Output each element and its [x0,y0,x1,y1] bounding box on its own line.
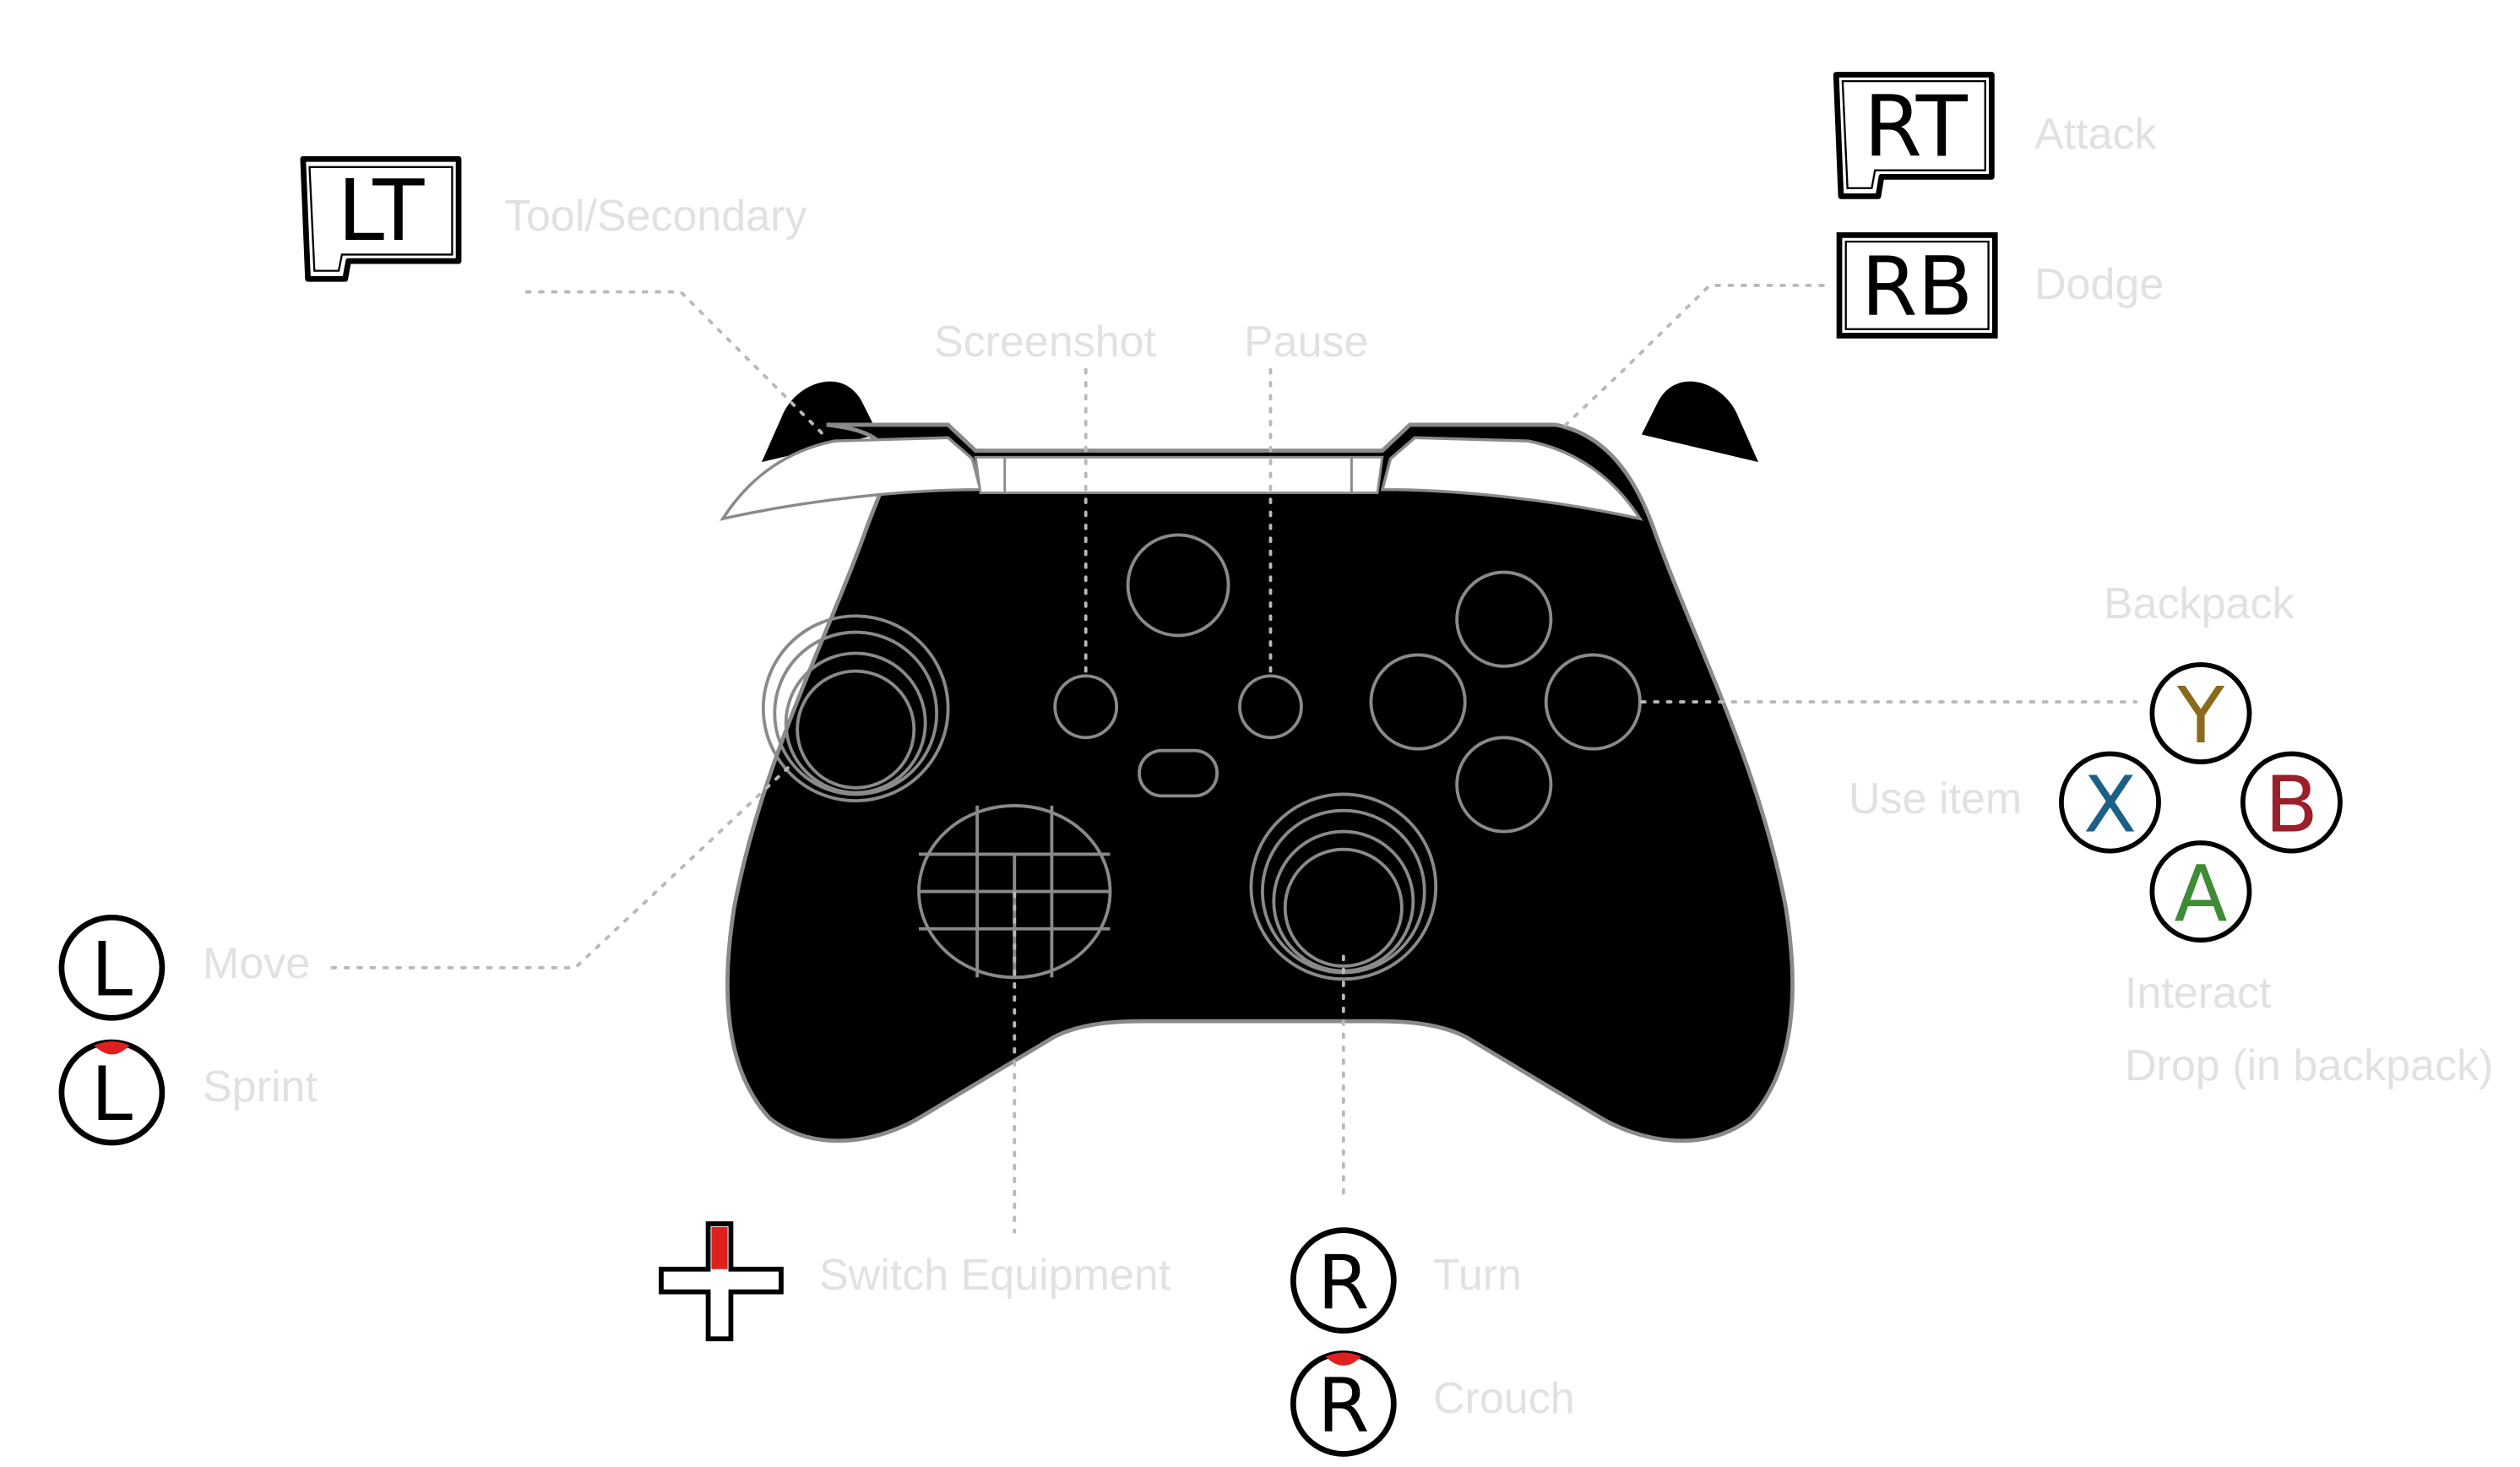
label-backpack: Backpack [2104,579,2295,628]
press-indicator-icon [1325,1352,1361,1366]
left-bumper-horn [761,381,879,463]
b-glyph: B [2265,760,2318,850]
y-button-icon: Y [2149,662,2252,764]
right-stick-move-glyph: R [1317,1239,1369,1326]
left-stick-move-icon: L [58,914,166,1021]
rb-glyph: RB [1861,239,1973,334]
lt-glyph: LT [338,161,426,260]
x-glyph: X [2083,760,2137,850]
rt-glyph: RT [1864,77,1969,176]
left-stick-press-icon: L [58,1039,166,1146]
left-stick [761,614,950,803]
label-lt-action: Tool/Secondary [504,192,807,241]
label-rb-action: Dodge [2034,260,2164,309]
right-stick-move-icon: R [1290,1227,1397,1334]
y-glyph: Y [2176,671,2225,761]
label-drop: Drop (in backpack) [2125,1041,2494,1090]
share-button [1138,748,1219,798]
press-indicator-icon [94,1041,130,1055]
view-button [1053,674,1119,740]
label-switch-equipment: Switch Equipment [819,1251,1171,1300]
label-turn: Turn [1433,1251,1522,1300]
right-stick-press-icon: R [1290,1350,1397,1457]
left-stick-press-glyph: L [91,1051,133,1138]
label-rt-action: Attack [2034,110,2157,159]
right-stick-press-glyph: R [1317,1362,1369,1449]
label-move: Move [203,939,311,988]
leader-left-stick [330,763,793,970]
label-screenshot: Screenshot [934,318,1157,367]
label-interact: Interact [2125,969,2272,1018]
controller-body [725,422,1795,1144]
dpad-up-icon [659,1221,784,1342]
label-pause: Pause [1244,318,1369,367]
right-bumper-band [1380,436,1643,521]
leader-lt [524,290,825,437]
right-bumper-horn [1641,381,1759,463]
label-sprint: Sprint [203,1062,318,1111]
label-use-item: Use item [1849,774,2023,823]
top-center-band [974,455,1384,494]
rt-trigger-icon: RT [1833,72,1995,199]
leader-rb [1559,283,1825,432]
label-crouch: Crouch [1433,1374,1575,1423]
leader-lines [330,283,2138,1234]
left-stick-move-glyph: L [91,926,133,1013]
x-button-icon: X [2059,751,2161,854]
guide-button [1126,533,1230,638]
a-glyph: A [2174,849,2227,939]
rb-bumper-icon: RB [1836,232,1998,339]
b-button-icon: B [2240,751,2343,854]
controller [720,381,1795,1144]
a-button-icon: A [2149,840,2252,943]
lt-trigger-icon: LT [300,155,462,282]
menu-button [1238,674,1303,740]
